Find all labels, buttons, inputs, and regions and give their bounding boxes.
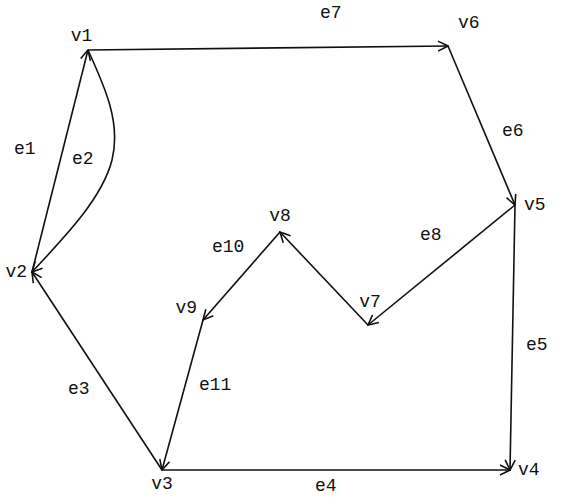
vertex-name: v2 [5, 263, 27, 281]
vertex-name: v5 [524, 196, 546, 214]
edge-label: e8 [418, 226, 444, 244]
vertex-name: v7 [359, 293, 381, 311]
vertex-name: v8 [269, 207, 291, 225]
directed-edge [368, 205, 515, 325]
vertex-label: v5 [515, 196, 546, 214]
edge-label: e10 [210, 238, 246, 256]
vertex-name: v4 [518, 461, 540, 479]
directed-edge [280, 232, 368, 325]
edge-label: e3 [66, 380, 92, 398]
directed-edge [162, 469, 510, 471]
directed-edge [203, 232, 280, 320]
edge-label: e4 [313, 477, 339, 495]
edge-label: e7 [318, 4, 344, 22]
vertex-label: v4 [510, 461, 540, 479]
directed-edge [88, 46, 448, 50]
vertex-label: v1 [71, 27, 93, 50]
vertex-name: v1 [71, 27, 93, 45]
vertex-label: v8 [269, 207, 291, 232]
vertex-name: v9 [175, 299, 197, 317]
vertex-label: v3 [151, 470, 173, 493]
vertex-name: v3 [151, 475, 173, 493]
vertex-name: v6 [458, 14, 480, 32]
edge-label: e11 [197, 376, 233, 394]
vertex-label: v9 [175, 299, 203, 320]
edge-label: e6 [500, 122, 526, 140]
directed-edge [162, 320, 203, 470]
edge-label: e1 [12, 140, 38, 158]
edge-label: e5 [524, 336, 550, 354]
directed-edge [32, 272, 162, 470]
directed-edge [510, 205, 515, 470]
vertex-label: v2 [5, 263, 32, 281]
vertex-label: v6 [448, 14, 480, 46]
edge-label: e2 [70, 150, 96, 168]
vertex-label: v7 [355, 293, 381, 325]
directed-edge [32, 50, 115, 272]
